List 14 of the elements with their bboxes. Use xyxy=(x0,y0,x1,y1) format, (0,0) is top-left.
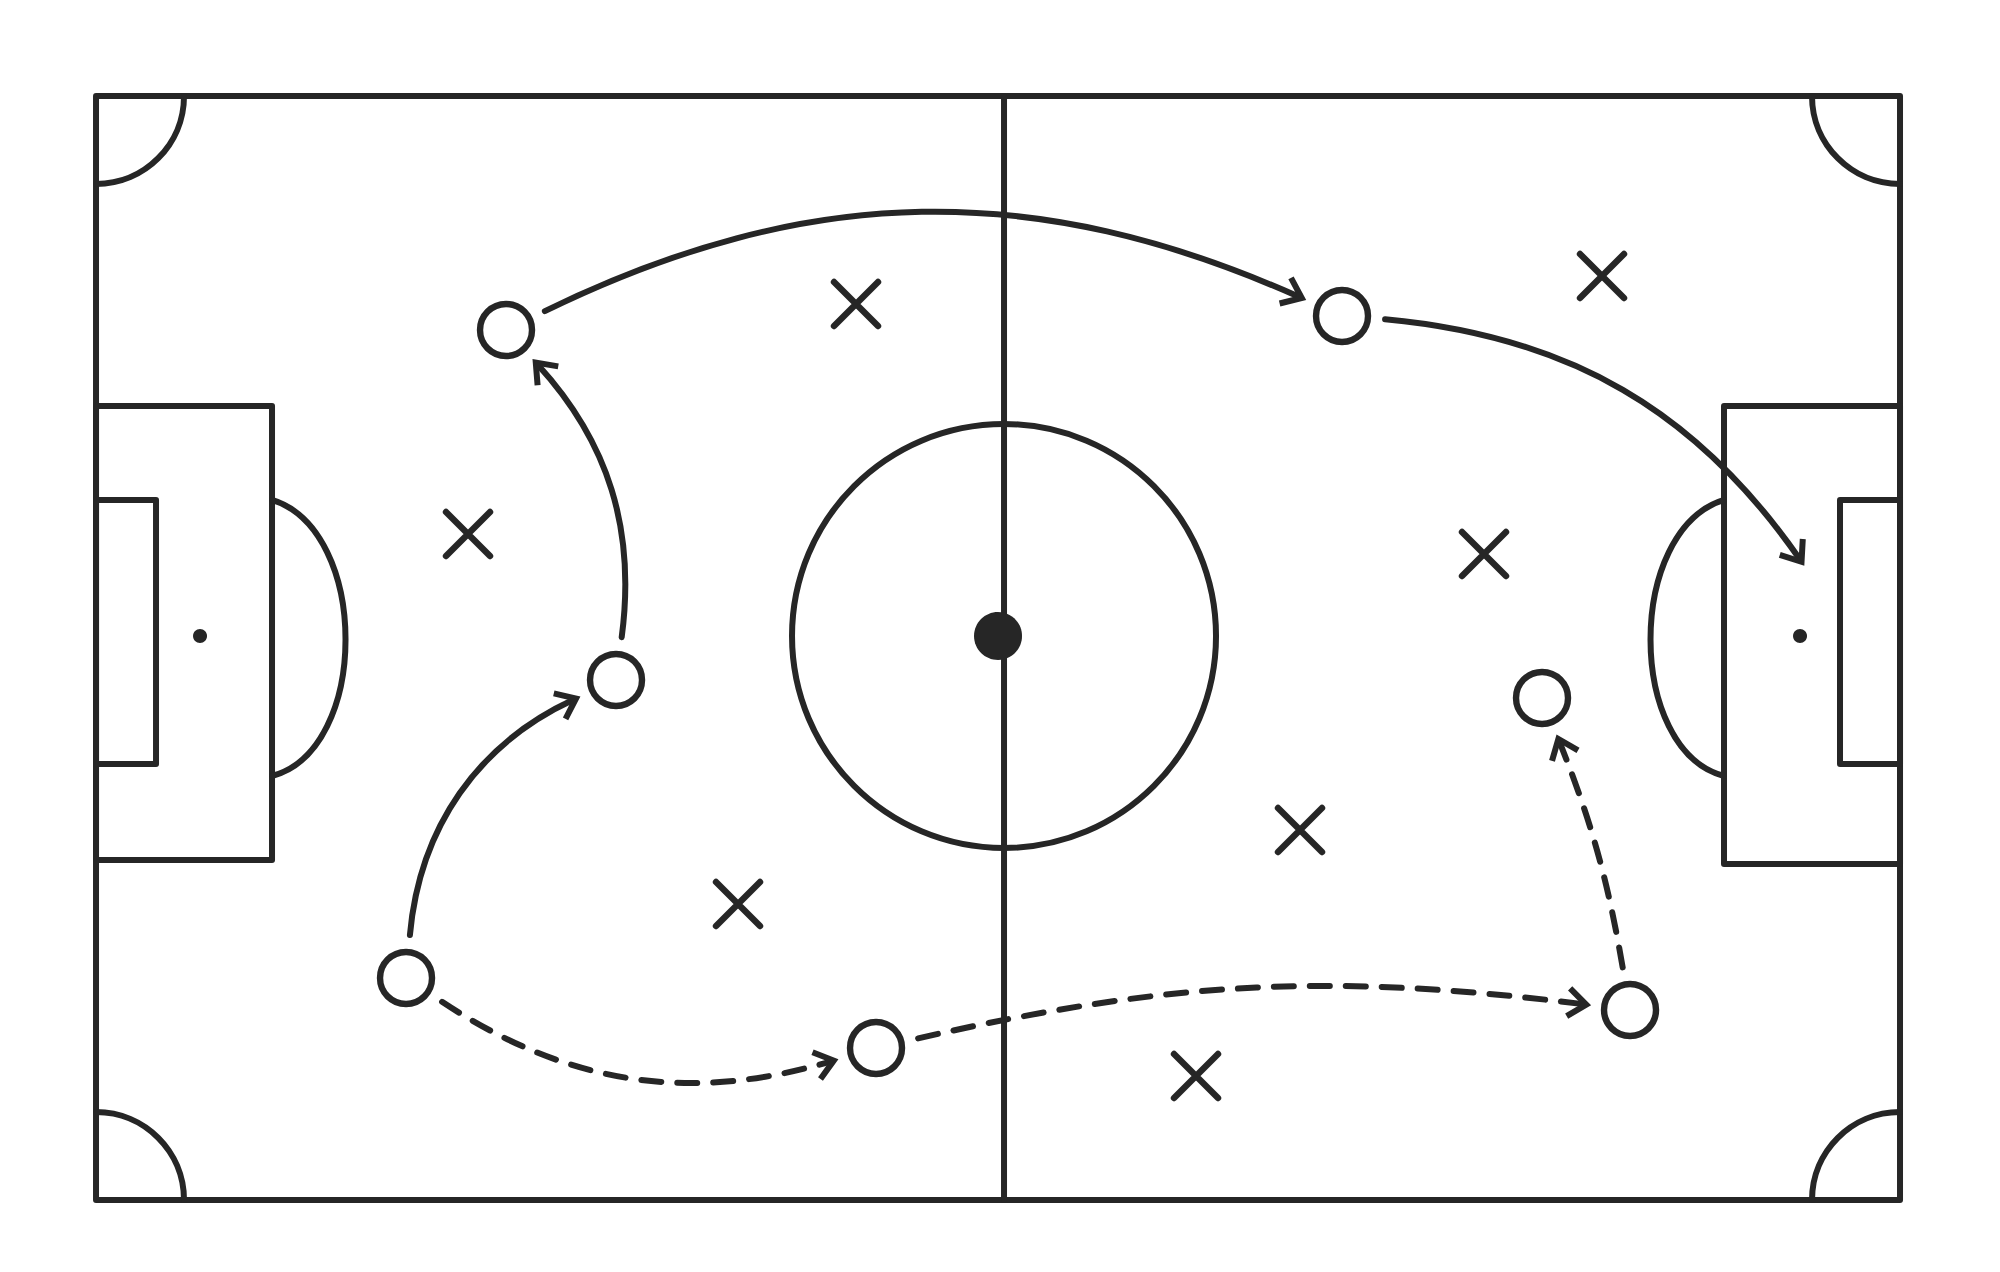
dashed-arrow xyxy=(915,983,1592,1042)
player-circle xyxy=(846,1018,906,1078)
arrow xyxy=(1382,316,1806,566)
dashed-arrow xyxy=(1549,734,1626,971)
player-circle xyxy=(476,300,536,360)
arrow xyxy=(532,358,629,641)
player-circle xyxy=(1600,980,1660,1040)
arrow xyxy=(406,690,581,938)
player-circle xyxy=(376,948,436,1008)
dashed-arrow xyxy=(439,998,839,1086)
player-circle xyxy=(1312,286,1372,346)
player-circle xyxy=(1512,668,1572,728)
arrow xyxy=(541,208,1307,315)
player-circle xyxy=(586,650,646,710)
